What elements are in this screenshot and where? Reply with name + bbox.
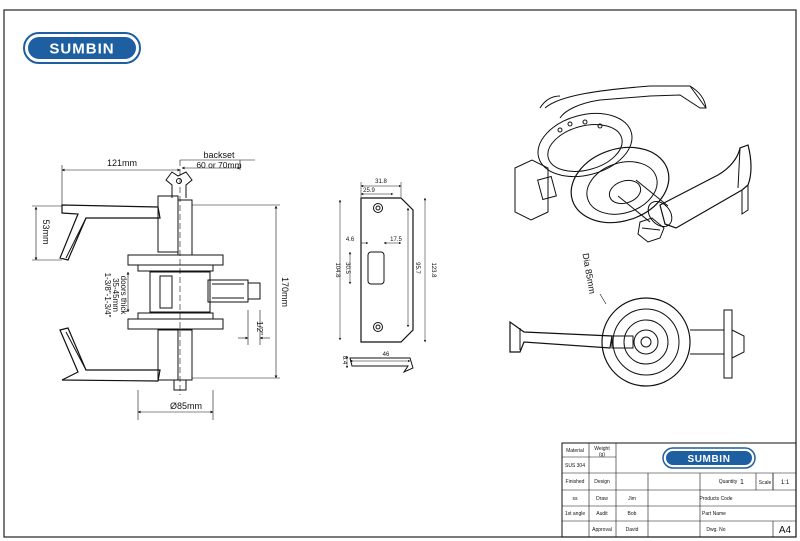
- tb-dwg-label: Dwg. No: [706, 527, 725, 533]
- backset-value: 60 or 70mm: [196, 160, 241, 170]
- tb-products-code-label: Products Code: [699, 496, 732, 502]
- strike-h-outer: 104.8: [334, 262, 340, 278]
- backset-label: backset: [203, 150, 235, 160]
- front-view-dimensions: [32, 159, 280, 420]
- tb-audit-value: Bob: [628, 511, 637, 517]
- iso-lever: [659, 144, 752, 229]
- lower-lever: [59, 327, 161, 382]
- side-dia-label: Dia 85mm: [580, 252, 597, 294]
- strike-w-inner: 25.9: [363, 188, 375, 194]
- strike-lip-h: 8.4: [341, 356, 347, 365]
- drawing-frame: [3, 9, 797, 538]
- upper-lever: [59, 204, 161, 261]
- front-view-labels: 121mm 53mm backset 60 or 70mm doors thic…: [41, 150, 290, 411]
- tb-weight-unit: (g): [599, 452, 605, 458]
- tb-scale-value: 1:1: [781, 480, 790, 486]
- door-thick-mm: 35-45mm: [111, 278, 120, 312]
- tb-design-label: Design: [594, 479, 610, 485]
- tb-material-label: Material: [566, 448, 584, 454]
- dim-height-53: 53mm: [41, 219, 51, 244]
- strike-h-hole: 95.7: [414, 262, 420, 274]
- tb-draw-value: Jim: [628, 496, 636, 502]
- isometric-view: [514, 85, 752, 243]
- title-block: SUMBIN Material Weight (g) SUS 304 Finis…: [561, 442, 797, 538]
- tb-quantity-label: Quantity: [719, 479, 738, 485]
- strike-h-total: 123.8: [430, 262, 436, 278]
- strike-plate-dimensions: [338, 182, 427, 369]
- strike-h-inner: 30.5: [344, 262, 350, 274]
- key-top: [165, 171, 193, 198]
- tb-approval-label: Approval: [592, 527, 612, 533]
- strike-plate-view: [349, 197, 414, 374]
- tb-draw-label: Draw: [596, 496, 608, 502]
- side-lever: [509, 320, 613, 353]
- strike-plate-labels: 31.8 25.9 4.6 17.5 104.8 30.5 95.7 123.8…: [334, 179, 436, 365]
- side-view: [509, 293, 745, 387]
- tb-weight-label: Weight: [594, 446, 610, 452]
- front-view: [59, 160, 261, 395]
- tb-audit-label: Audit: [596, 511, 608, 517]
- tb-approval-value: David: [626, 527, 639, 533]
- strike-w-total: 31.8: [375, 179, 387, 185]
- door-thick-label: doors thick: [119, 276, 128, 316]
- tb-scale-text: Scale: [759, 480, 772, 486]
- dim-rose-85: Ø85mm: [170, 401, 202, 411]
- tb-r3-a: ss: [573, 496, 579, 502]
- strike-gap-right: 17.5: [390, 237, 402, 243]
- tb-angle-label: 1st angle: [565, 511, 586, 517]
- tb-finished-label: Finished: [566, 479, 585, 485]
- door-thick-in: 1-3/8"-1-3/4": [103, 273, 112, 318]
- dim-width-121: 121mm: [107, 158, 137, 168]
- title-logo-text: SUMBIN: [687, 454, 730, 465]
- dim-total-170: 170mm: [280, 277, 290, 307]
- tb-material-value: SUS 304: [565, 463, 585, 469]
- tb-quantity-value: 1: [740, 479, 744, 486]
- sumbin-logo: SUMBIN: [23, 32, 141, 64]
- strike-gap-left: 4.6: [346, 237, 355, 243]
- tb-sheet-size: A4: [779, 525, 792, 536]
- logo-text: SUMBIN: [49, 41, 114, 58]
- dim-half-inch: 1/2": [255, 321, 264, 335]
- tb-part-name-label: Part Name: [702, 511, 726, 517]
- strike-lip-w: 46: [383, 352, 390, 358]
